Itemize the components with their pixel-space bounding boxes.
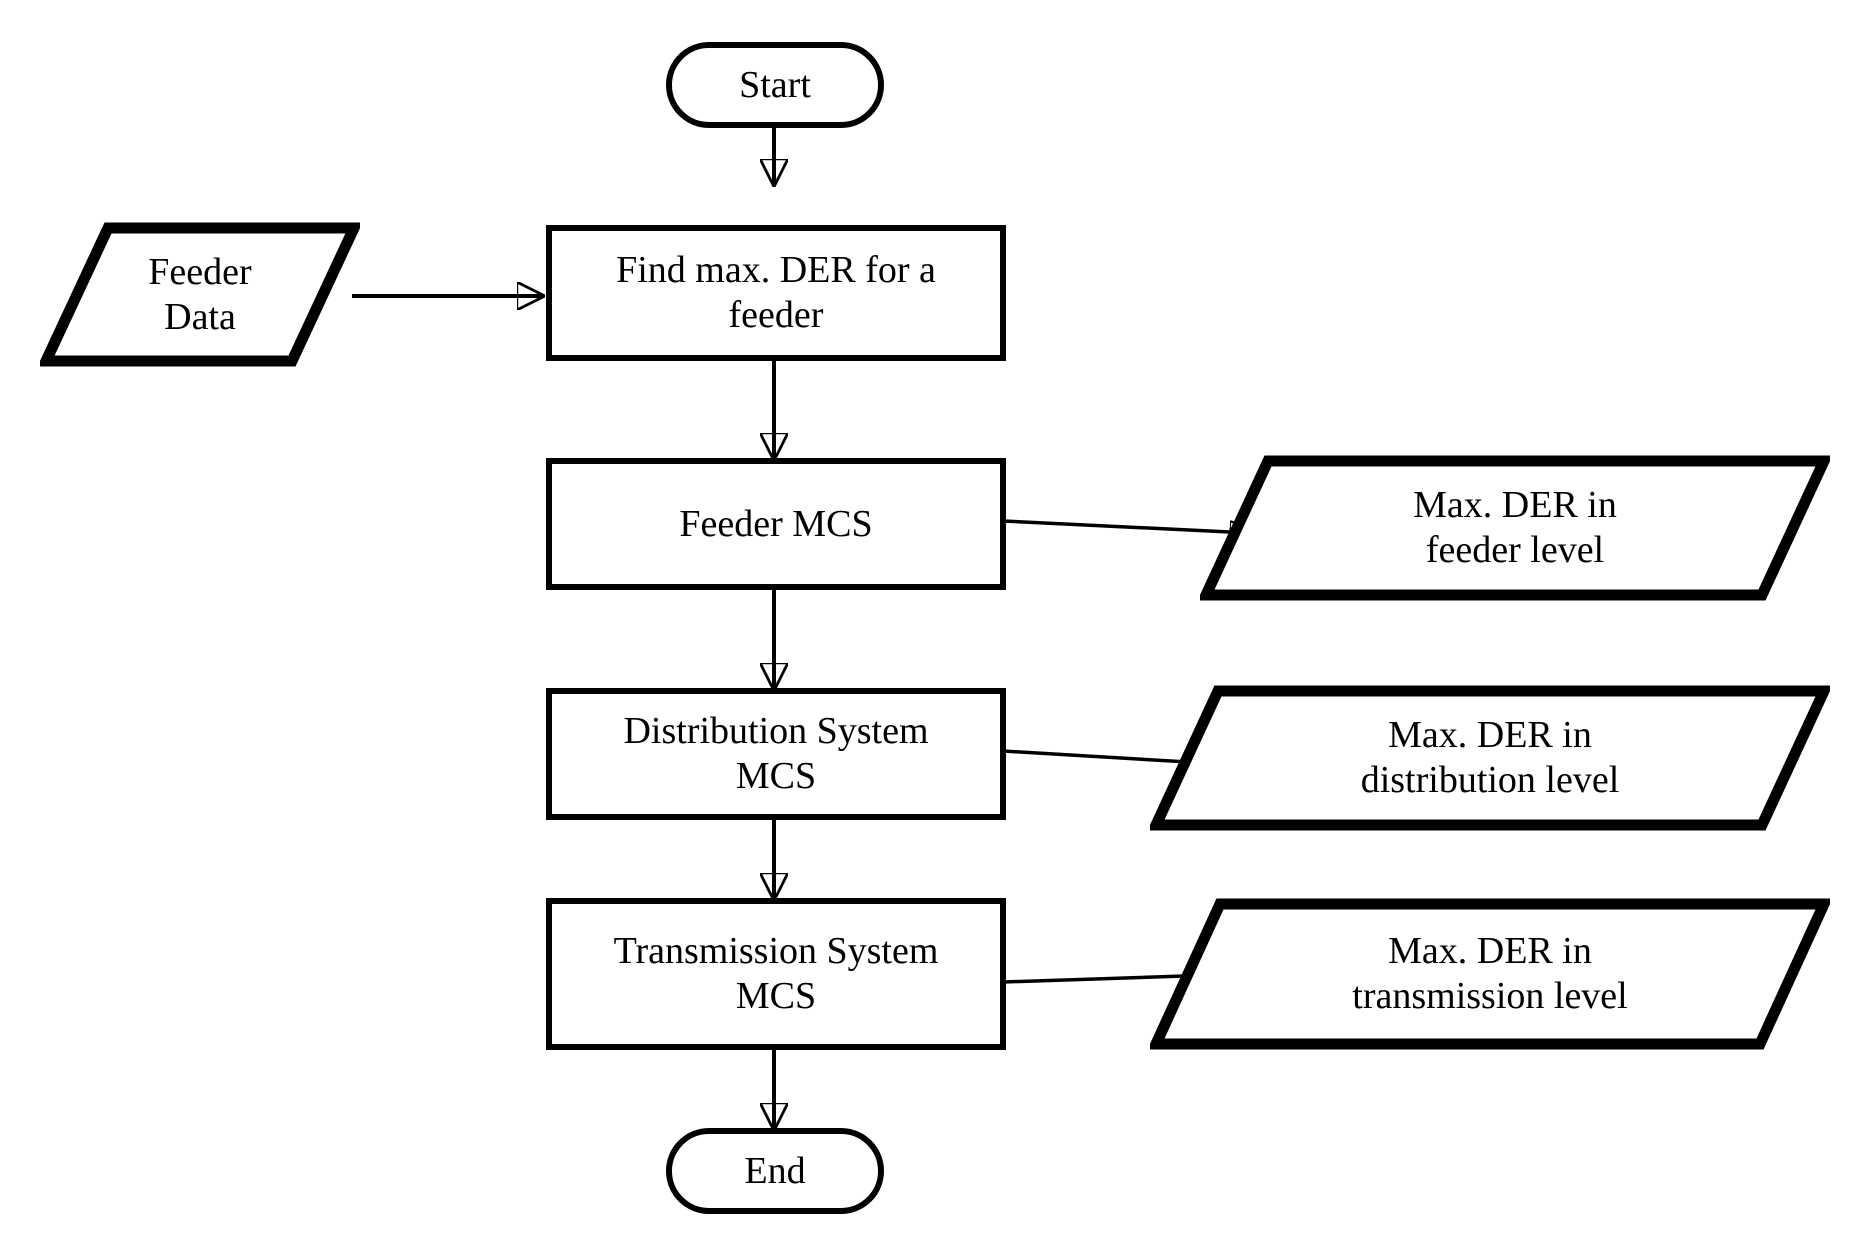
node-feeder-data[interactable]: Feeder Data (40, 222, 360, 367)
node-distribution-mcs[interactable]: Distribution System MCS (546, 688, 1006, 820)
node-out-distribution-label: Max. DER in distribution level (1360, 714, 1620, 801)
node-out-transmission[interactable]: Max. DER in transmission level (1150, 898, 1830, 1050)
node-end[interactable]: End (666, 1128, 884, 1214)
node-start-label: Start (739, 63, 811, 106)
node-find-max-der[interactable]: Find max. DER for a feeder (546, 225, 1006, 361)
node-transmission-mcs[interactable]: Transmission System MCS (546, 898, 1006, 1050)
node-end-label: End (744, 1149, 806, 1192)
node-feeder-data-label: Feeder Data (148, 250, 252, 338)
node-transmission-mcs-label: Transmission System MCS (613, 930, 939, 1017)
node-distribution-mcs-label: Distribution System MCS (623, 710, 929, 797)
node-out-feeder[interactable]: Max. DER in feeder level (1200, 455, 1830, 601)
node-feeder-mcs[interactable]: Feeder MCS (546, 458, 1006, 590)
node-out-transmission-label: Max. DER in transmission level (1352, 930, 1628, 1017)
node-start[interactable]: Start (666, 42, 884, 128)
node-out-feeder-label: Max. DER in feeder level (1413, 484, 1617, 571)
node-feeder-mcs-label: Feeder MCS (679, 502, 873, 545)
node-find-max-der-label: Find max. DER for a feeder (616, 249, 936, 336)
parallelogram-shape-out-distribution (1150, 685, 1830, 831)
parallelogram-shape-out-feeder (1200, 455, 1830, 601)
parallelogram-shape-feeder-data (40, 222, 360, 367)
parallelogram-shape-out-transmission (1150, 898, 1830, 1050)
node-out-distribution[interactable]: Max. DER in distribution level (1150, 685, 1830, 831)
